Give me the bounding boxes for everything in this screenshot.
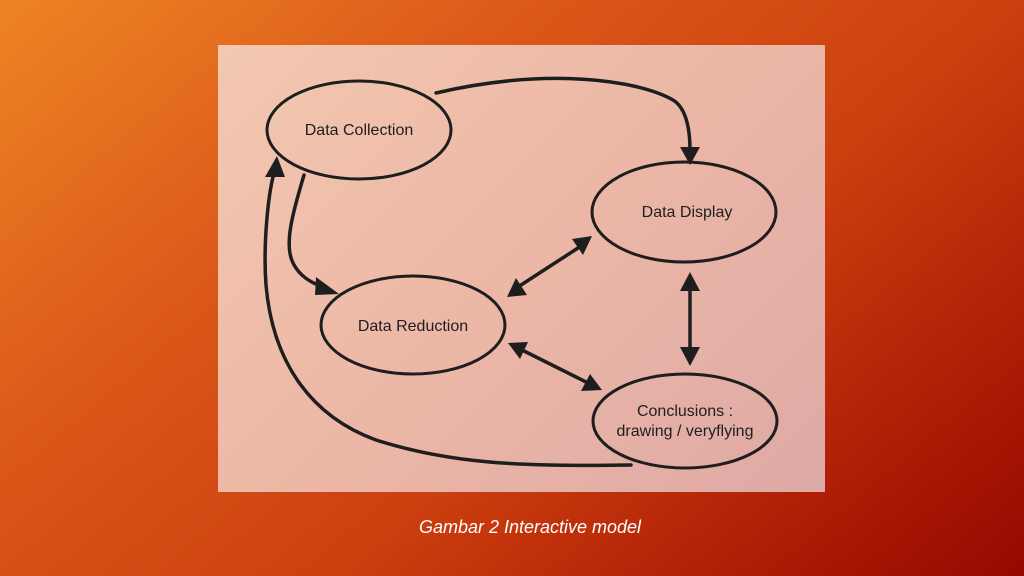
arrowhead-collection-to-reduction — [315, 277, 339, 295]
arrowhead-at-conclusions-2 — [680, 347, 700, 366]
edge-collection-to-display — [434, 76, 692, 152]
arrowhead-at-reduction — [507, 278, 527, 297]
figure-caption: Gambar 2 Interactive model — [418, 517, 642, 537]
arrowhead-collection-to-display — [680, 147, 700, 165]
data-reduction-label: Data Reduction — [358, 318, 468, 335]
edge-conclusions-to-collection — [263, 171, 633, 468]
arrowhead-at-display — [572, 236, 592, 255]
data-reduction-node — [319, 274, 507, 376]
arrowhead-at-display-2 — [680, 272, 700, 291]
conclusions-label-line2: drawing / veryflying — [617, 423, 754, 440]
edge-collection-to-reduction — [287, 173, 325, 289]
arrowhead-conclusions-to-collection — [265, 156, 285, 177]
conclusions-node — [591, 372, 779, 470]
data-display-label: Data Display — [642, 204, 733, 221]
interactive-model-diagram: Data Collection Data Display Data Reduct… — [263, 76, 779, 470]
conclusions-label-line1: Conclusions : — [637, 403, 733, 420]
data-collection-label: Data Collection — [305, 122, 414, 139]
arrowhead-at-conclusions — [581, 374, 602, 391]
data-collection-node — [265, 79, 453, 181]
arrowhead-at-reduction-2 — [508, 342, 528, 359]
edge-reduction-conclusions — [522, 349, 588, 384]
diagram-panel: Data Collection Data Display Data Reduct… — [218, 45, 825, 492]
data-display-node — [590, 160, 778, 264]
edge-reduction-display — [519, 246, 580, 287]
